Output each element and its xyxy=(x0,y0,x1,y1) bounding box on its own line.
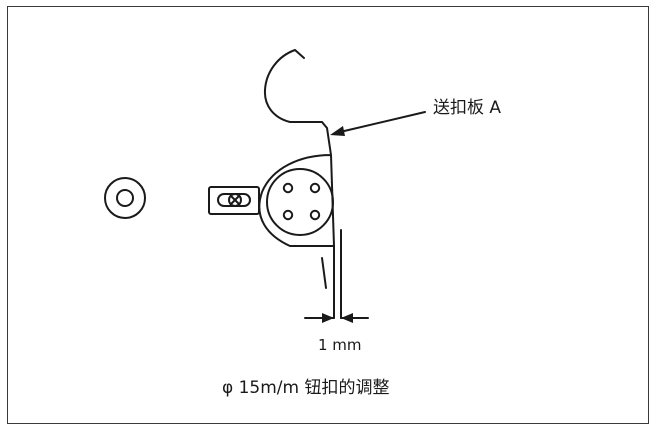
button-hole xyxy=(309,182,321,194)
dimension-arrows xyxy=(304,313,369,323)
figure-caption: φ 15m/m 钮扣的调整 xyxy=(222,378,390,398)
button-hole xyxy=(309,209,321,221)
button-15mm xyxy=(266,168,334,236)
dimension-label: 1 mm xyxy=(318,336,362,354)
feed-plate-a-outline xyxy=(258,49,335,247)
button-hole xyxy=(282,182,294,194)
button-hole xyxy=(282,209,294,221)
slot-bracket xyxy=(208,186,260,215)
feed-plate-a-label: 送扣板 A xyxy=(433,98,502,118)
callout-leader xyxy=(330,111,426,136)
guide-lines xyxy=(321,229,342,319)
reference-hole xyxy=(104,177,146,219)
